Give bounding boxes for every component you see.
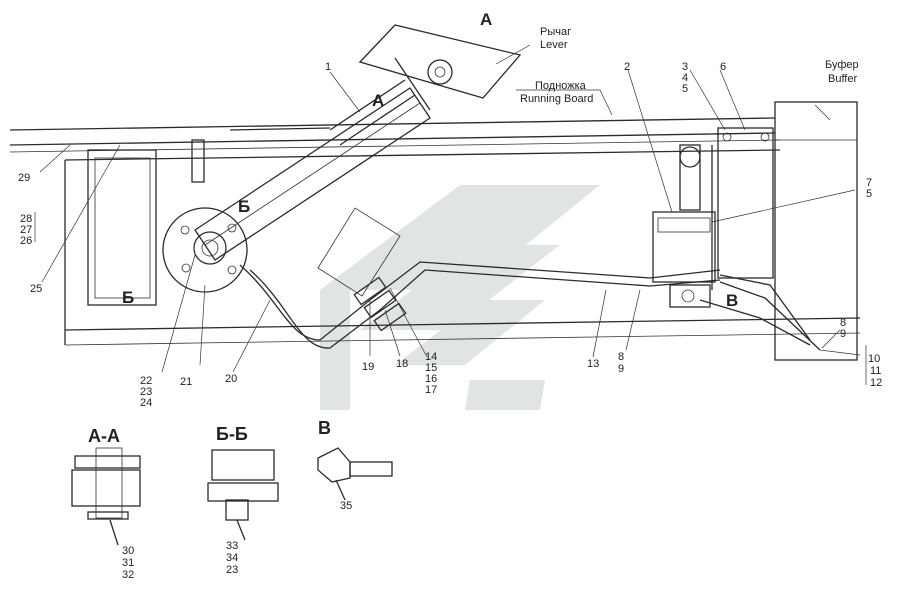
part-number-22: 22 xyxy=(140,375,152,387)
label-running-board-en: Running Board xyxy=(520,93,593,105)
section-aa-view xyxy=(71,447,141,546)
section-mark-b-mid: Б xyxy=(238,197,250,216)
part-number-28: 28 xyxy=(20,213,32,225)
watermark-logo xyxy=(320,185,600,410)
section-title-aa: А-А xyxy=(88,426,120,446)
section-bb-view xyxy=(207,449,279,541)
label-lever-en: Lever xyxy=(540,39,568,51)
distribution-valve xyxy=(652,144,716,308)
part-number-34: 34 xyxy=(226,552,238,564)
lever-plate xyxy=(358,24,522,111)
part-number-18: 18 xyxy=(396,358,408,370)
part-number-12: 12 xyxy=(870,377,882,389)
part-number-4: 4 xyxy=(682,72,688,84)
part-number-33: 33 xyxy=(226,540,238,552)
view-v-detail xyxy=(317,447,393,501)
part-number-35: 35 xyxy=(340,500,352,512)
section-mark-b-left: Б xyxy=(122,288,134,307)
label-running-board-ru: Подножка xyxy=(535,80,587,92)
section-mark-a-mid: А xyxy=(372,91,384,110)
section-mark-v: В xyxy=(726,291,738,310)
valve-bracket xyxy=(717,127,774,279)
section-title-v: В xyxy=(318,418,331,438)
part-number-2: 2 xyxy=(624,61,630,73)
part-number-21: 21 xyxy=(180,376,192,388)
part-number-14: 14 xyxy=(425,351,437,363)
section-mark-a-top: А xyxy=(480,10,492,29)
part-number-20: 20 xyxy=(225,373,237,385)
part-number-23b: 23 xyxy=(226,564,238,576)
part-number-32: 32 xyxy=(122,569,134,581)
power-cylinder xyxy=(194,79,431,261)
part-number-7: 7 xyxy=(866,177,872,189)
part-number-6: 6 xyxy=(720,61,726,73)
part-number-27: 27 xyxy=(20,224,32,236)
step-bracket xyxy=(87,139,205,306)
part-number-15: 15 xyxy=(425,362,437,374)
center-plate xyxy=(317,207,401,297)
part-number-5: 5 xyxy=(682,83,688,95)
part-number-10: 10 xyxy=(868,353,880,365)
section-title-bb: Б-Б xyxy=(216,424,248,444)
part-number-16: 16 xyxy=(425,373,437,385)
part-number-8b: 8 xyxy=(840,317,846,329)
part-number-1: 1 xyxy=(325,61,331,73)
part-number-23: 23 xyxy=(140,386,152,398)
part-number-30: 30 xyxy=(122,545,134,557)
part-number-26: 26 xyxy=(20,235,32,247)
part-number-29: 29 xyxy=(18,172,30,184)
part-number-8a: 8 xyxy=(618,351,624,363)
part-number-19: 19 xyxy=(362,361,374,373)
label-buffer-en: Buffer xyxy=(828,73,857,85)
part-number-31: 31 xyxy=(122,557,134,569)
part-number-5b: 5 xyxy=(866,188,872,200)
part-number-3: 3 xyxy=(682,61,688,73)
part-number-9b: 9 xyxy=(840,328,846,340)
part-number-11: 11 xyxy=(870,365,881,377)
leader-lines xyxy=(34,44,867,385)
part-number-24: 24 xyxy=(140,397,152,409)
buffer-block xyxy=(774,101,858,361)
part-number-13: 13 xyxy=(587,358,599,370)
fittings-block xyxy=(353,276,407,332)
part-number-9a: 9 xyxy=(618,363,624,375)
part-number-17: 17 xyxy=(425,384,437,396)
pivot-flange xyxy=(162,207,248,293)
label-lever-ru: Рычаг xyxy=(540,26,571,38)
part-number-25: 25 xyxy=(30,283,42,295)
label-buffer-ru: Буфер xyxy=(825,59,859,71)
